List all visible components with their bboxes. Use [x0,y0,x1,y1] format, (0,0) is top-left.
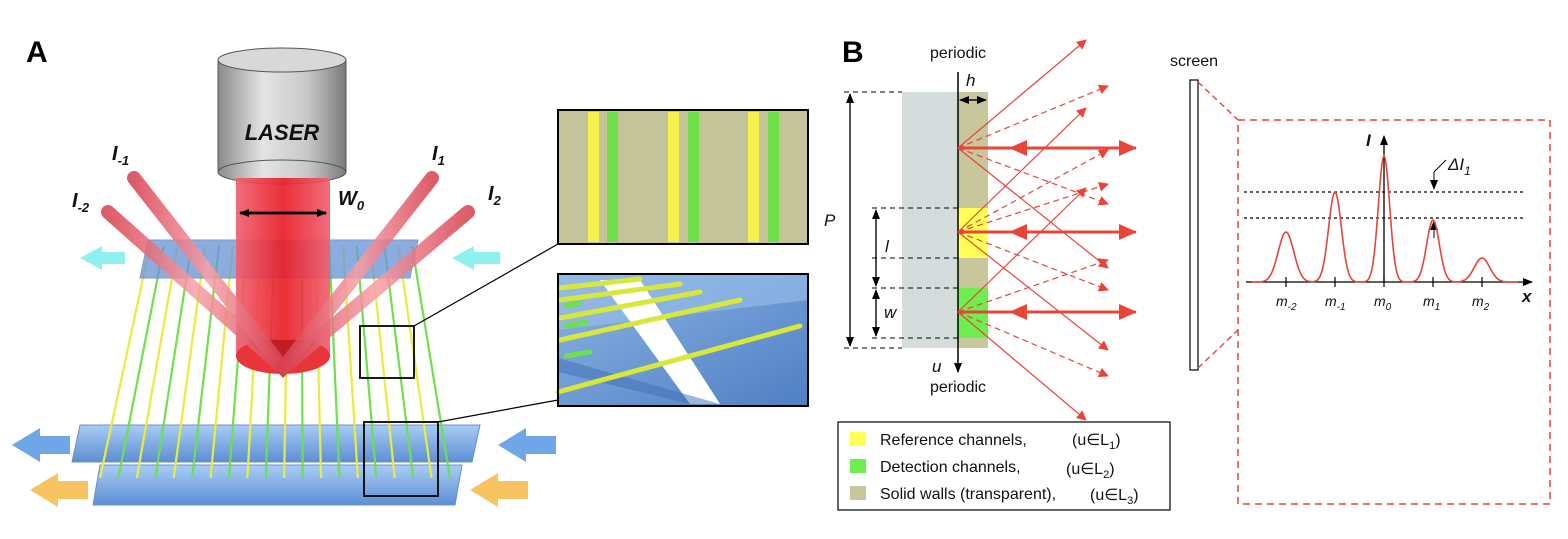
second-order-ray [957,181,1109,233]
bottom-periodic-label: periodic [930,379,986,396]
beam-label-plus-1: I1 [432,143,445,168]
screen [1189,79,1199,371]
glass-substrate [902,92,958,348]
legend-swatch-walls [850,486,866,500]
zoom-box-lower [363,421,439,497]
beam-plus-2 [276,205,475,375]
left-blue-arrow-icon [12,428,70,462]
h-label: h [966,71,975,90]
first-order-ray [957,311,1087,421]
top-left-cyan-arrow-icon [80,246,125,270]
order-tick-label: m-2 [1276,293,1297,313]
legend-label-reference: Reference channels, [880,432,1027,449]
lower-channel-bar [92,464,463,506]
order-tick-label: m0 [1374,293,1392,313]
right-blue-arrow-icon [498,428,556,462]
beam-label-plus-2: I2 [488,183,502,208]
first-order-ray [957,39,1087,149]
second-order-ray [957,84,1109,149]
legend-swatch-detection [850,459,866,473]
inset-frame [1237,119,1551,505]
panel-a-letter: A [26,36,48,69]
top-right-cyan-arrow-icon [452,246,500,270]
first-order-ray [957,231,1109,351]
second-order-ray [957,231,1109,292]
zoom-box-upper [359,325,415,379]
legend-frame [837,421,1171,511]
channel-fiber [117,245,165,479]
beam-label-minus-2: I-2 [72,190,90,215]
second-order-ray [957,258,1109,313]
p-label: P [824,211,836,230]
intensity-inset: I x ΔI1 m-2 m-1 m0 m1 m2 [1237,119,1551,505]
laser-label: LASER [245,120,320,145]
panel-a: A LASER [12,36,559,507]
beam-label-minus-1: I-1 [112,143,129,168]
beam-plus-1 [276,171,439,375]
screen-label: screen [1170,53,1218,70]
beam-minus-1 [127,171,290,375]
order-tick-label: m-1 [1325,293,1346,313]
diffracted-beams [101,171,475,375]
legend-set-walls: (u∈L3) [1090,487,1139,507]
waist-label: W0 [338,188,365,213]
channel-fiber [209,245,234,479]
first-order-ray [957,107,1087,233]
first-order-ray [957,147,1109,269]
legend-set-reference: (u∈L1) [1072,432,1121,452]
legend-swatch-reference [850,432,866,446]
x-axis-label: x [1521,287,1533,306]
channel-fiber [410,245,452,479]
channel-fiber [135,245,179,479]
first-order-ray [957,187,1087,313]
channel-fiber [355,245,378,479]
inset-perspective-view [555,273,809,407]
upper-channel-bar [71,424,481,463]
legend-set-detection: (u∈L2) [1066,461,1115,481]
panel-b: B periodic periodic u h P l [824,36,1239,421]
top-periodic-label: periodic [930,45,986,62]
legend: Reference channels, (u∈L1) Detection cha… [837,421,1171,511]
second-order-ray [957,149,1109,233]
intensity-label: I [1366,131,1372,150]
order-tick-label: m1 [1423,293,1440,313]
zoom-line-upper [413,243,559,327]
bottom-channels [12,424,556,507]
order-ticks: m-2 m-1 m0 m1 m2 [1276,277,1490,313]
inset-top-view [557,109,809,245]
laser-objective: LASER [217,47,347,185]
channel-fiber [328,245,341,479]
left-orange-arrow-icon [30,473,88,507]
right-orange-arrow-icon [470,473,528,507]
order-tick-label: m2 [1472,293,1490,313]
zoom-line-lower [437,399,559,423]
delta-label: ΔI1 [1447,155,1471,178]
legend-label-walls: Solid walls (transparent), [880,486,1056,503]
diffraction-rays [957,39,1137,421]
panel-b-letter: B [842,36,864,69]
l-label: l [885,237,890,256]
channel-fiber [98,245,152,479]
second-order-ray [957,311,1109,378]
second-order-ray [957,147,1109,206]
w-label: w [884,303,898,322]
legend-label-detection: Detection channels, [880,459,1021,476]
intensity-curve [1252,154,1518,283]
u-label: u [932,357,942,376]
